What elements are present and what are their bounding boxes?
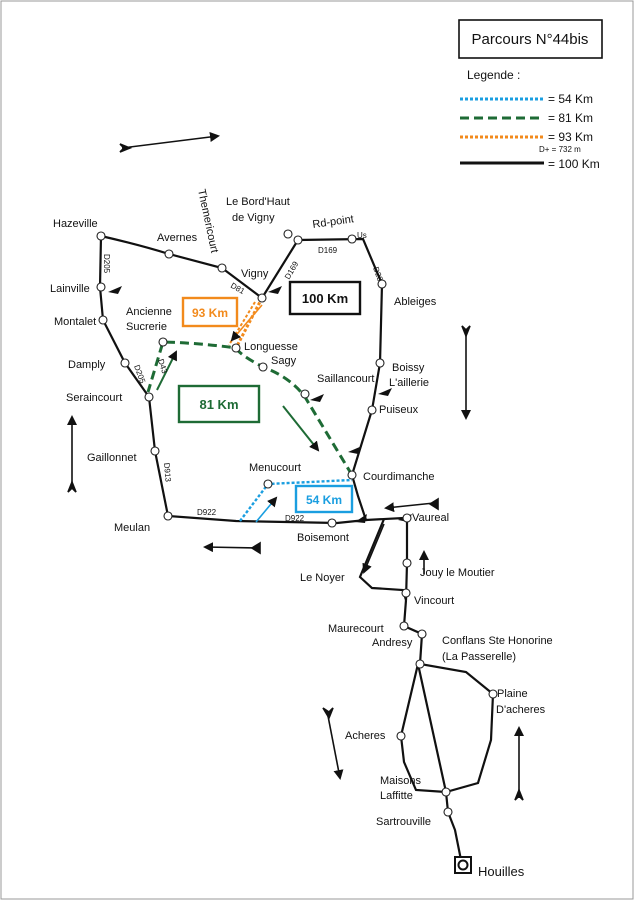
town-label: Avernes xyxy=(157,232,198,244)
town-label: Vaureal xyxy=(412,512,449,524)
town-label: Maurecourt xyxy=(328,623,384,635)
town-label: Sagy xyxy=(271,355,297,367)
box-93km: 93 Km xyxy=(181,296,239,328)
road-label: D205 xyxy=(102,254,111,274)
title-box: Parcours N°44bis xyxy=(458,19,603,59)
road-label: D205 xyxy=(132,364,147,386)
town-labels: Hazeville Avernes Lainville Montalet Anc… xyxy=(50,188,553,879)
box-100km-label: 100 Km xyxy=(302,291,348,306)
town-label: Houilles xyxy=(478,864,525,879)
town-label: Andresy xyxy=(372,637,413,649)
colored-arrows xyxy=(156,304,320,523)
map-title: Parcours N°44bis xyxy=(472,31,589,48)
route-81km xyxy=(146,340,354,476)
road-labels: D205 D205 D43 D913 D922 D922 D81 D169 D1… xyxy=(102,246,385,523)
town-label: Vigny xyxy=(241,268,269,280)
town-label: de Vigny xyxy=(232,212,275,224)
town-label: Damply xyxy=(68,359,106,371)
town-label: Montalet xyxy=(54,316,96,328)
box-93km-label: 93 Km xyxy=(192,306,228,320)
town-label: Boisemont xyxy=(297,532,349,544)
town-label: Seraincourt xyxy=(66,392,122,404)
town-label: Sucrerie xyxy=(126,321,167,333)
road-label: D169 xyxy=(318,246,338,255)
legend: Legende : = 54 Km = 81 Km = 93 Km D+ = 7… xyxy=(460,68,600,171)
flag-markers xyxy=(108,286,412,523)
town-label: Le Bord'Haut xyxy=(226,196,290,208)
town-label: Lainville xyxy=(50,283,90,295)
town-label: Jouy le Moutier xyxy=(420,567,495,579)
town-label: Rd-point xyxy=(312,213,355,231)
box-81km-label: 81 Km xyxy=(199,397,238,412)
road-label: D922 xyxy=(285,514,305,523)
town-label: Longuesse xyxy=(244,341,298,353)
town-label: L'aillerie xyxy=(389,377,429,389)
legend-label-100: = 100 Km xyxy=(548,157,600,171)
town-label: Vincourt xyxy=(414,595,454,607)
houilles-start-marker xyxy=(454,856,472,874)
town-label: Maisons xyxy=(380,775,421,787)
town-label: Boissy xyxy=(392,362,425,374)
town-label: Puiseux xyxy=(379,404,419,416)
town-label: Meulan xyxy=(114,522,150,534)
direction-arrows xyxy=(67,132,524,801)
town-label: Us xyxy=(357,231,367,240)
town-label: Plaine xyxy=(497,688,528,700)
town-label: Ableiges xyxy=(394,296,437,308)
road-label: D913 xyxy=(162,462,173,482)
town-label: Laffitte xyxy=(380,790,413,802)
town-label: Gaillonnet xyxy=(87,452,137,464)
legend-heading: Legende : xyxy=(467,68,520,82)
road-label: D169 xyxy=(283,259,301,281)
town-label: Acheres xyxy=(345,730,386,742)
town-label: Ancienne xyxy=(126,306,172,318)
box-100km: 100 Km xyxy=(288,280,362,316)
road-label: D922 xyxy=(197,508,217,517)
town-label: Menucourt xyxy=(249,462,301,474)
town-markers xyxy=(96,229,498,817)
legend-label-81: = 81 Km xyxy=(548,111,593,125)
town-label: Conflans Ste Honorine xyxy=(442,635,553,647)
town-label: Themericourt xyxy=(195,188,220,254)
town-label: Saillancourt xyxy=(317,373,374,385)
town-label: (La Passerelle) xyxy=(442,651,516,663)
box-54km-label: 54 Km xyxy=(306,493,342,507)
box-54km: 54 Km xyxy=(294,484,354,514)
legend-elevation: D+ = 732 m xyxy=(539,145,581,154)
town-label: Hazeville xyxy=(53,218,98,230)
town-label: D'acheres xyxy=(496,704,546,716)
town-label: Courdimanche xyxy=(363,471,435,483)
town-label: Sartrouville xyxy=(376,816,431,828)
town-label: Le Noyer xyxy=(300,572,345,584)
road-label: D43 xyxy=(156,358,169,375)
box-81km: 81 Km xyxy=(177,384,261,424)
legend-label-54: = 54 Km xyxy=(548,92,593,106)
legend-label-93: = 93 Km xyxy=(548,130,593,144)
